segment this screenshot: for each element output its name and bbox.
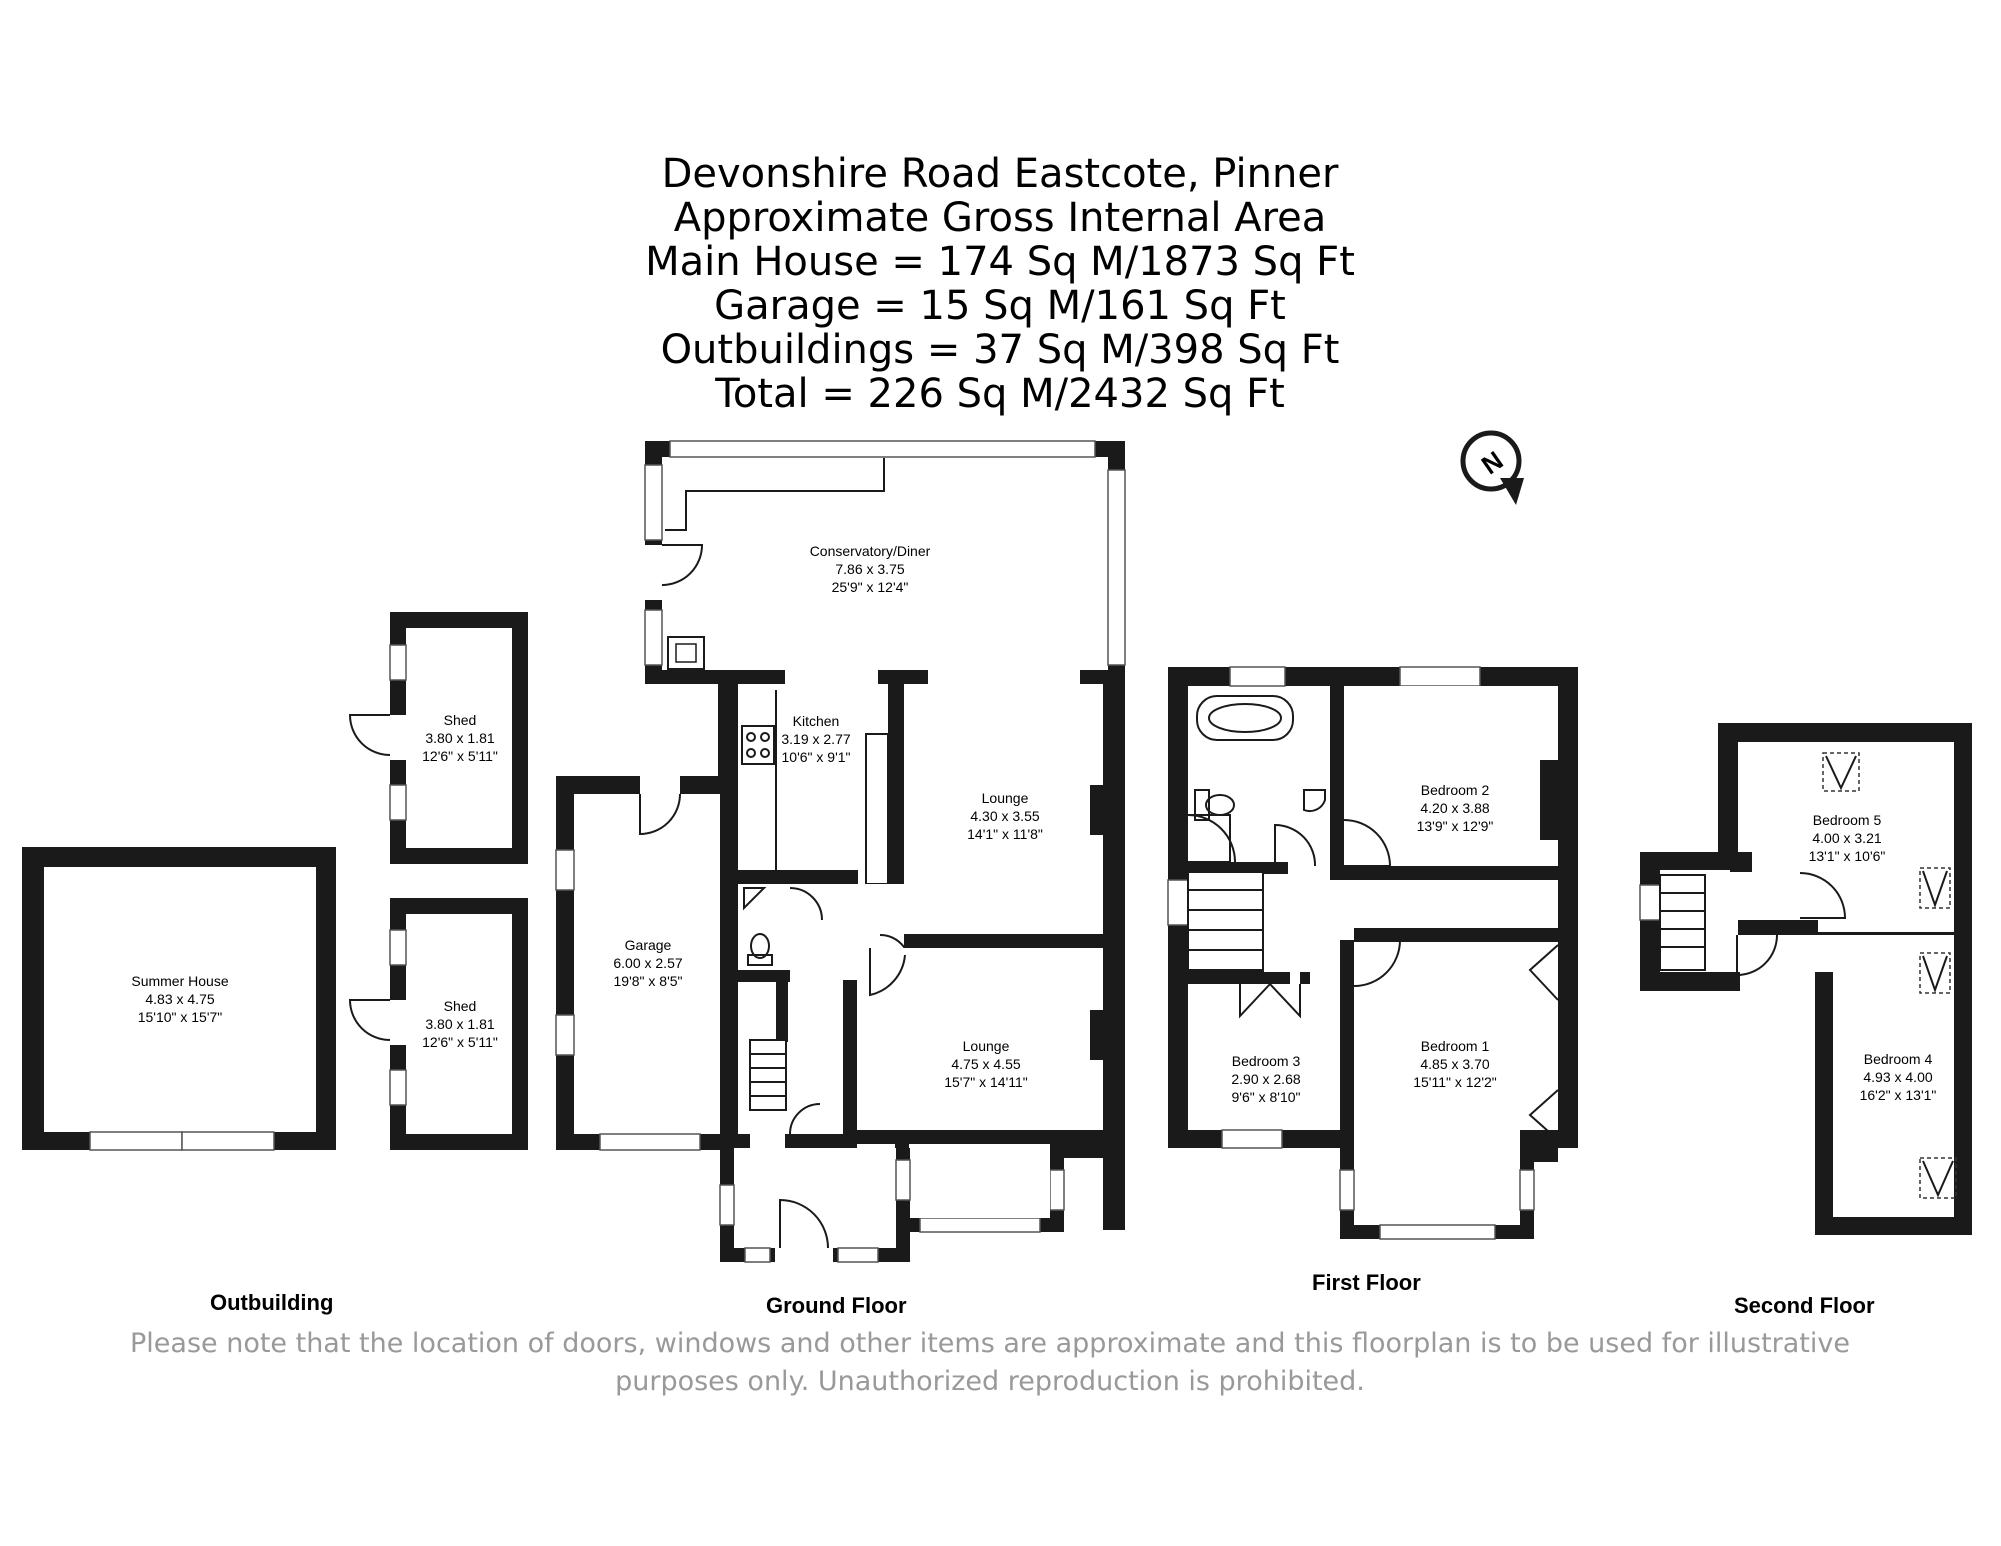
property-address: Devonshire Road Eastcote, Pinner [661,151,1339,197]
summer-house-metric: 4.83 x 4.75 [145,991,214,1007]
garage-area: Garage = 15 Sq M/161 Sq Ft [714,283,1286,329]
shed-bottom-imperial: 12'6" x 5'11" [422,1034,498,1050]
bedroom4-metric: 4.93 x 4.00 [1863,1069,1932,1085]
disclaimer-line2: purposes only. Unauthorized reproduction… [615,1366,1365,1397]
shed-bottom-metric: 3.80 x 1.81 [425,1016,494,1032]
outbuildings-area: Outbuildings = 37 Sq M/398 Sq Ft [660,327,1340,373]
garage-imperial: 19'8" x 8'5" [614,973,683,989]
bedroom4-name: Bedroom 4 [1864,1051,1933,1067]
lounge-rear-metric: 4.30 x 3.55 [970,808,1039,824]
conservatory-imperial: 25'9" x 12'4" [832,579,909,595]
shed-top-metric: 3.80 x 1.81 [425,730,494,746]
bedroom3-imperial: 9'6" x 8'10" [1232,1089,1301,1105]
bedroom4-imperial: 16'2" x 13'1" [1860,1087,1937,1103]
title-block: Devonshire Road Eastcote, Pinner Approxi… [600,152,1400,416]
shed-top-imperial: 12'6" x 5'11" [422,748,498,764]
bedroom2-name: Bedroom 2 [1421,782,1490,798]
second-floor: Bedroom 5 4.00 x 3.21 13'1" x 10'6" Bedr… [1639,723,1972,1235]
main-house-area: Main House = 174 Sq M/1873 Sq Ft [645,239,1355,285]
area-heading: Approximate Gross Internal Area [673,195,1327,241]
disclaimer-line1: Please note that the location of doors, … [130,1328,1850,1359]
conservatory-metric: 7.86 x 3.75 [835,561,904,577]
bedroom2-metric: 4.20 x 3.88 [1420,800,1489,816]
first-floor: Bedroom 2 4.20 x 3.88 13'9" x 12'9" Bedr… [1167,666,1578,1240]
kitchen-metric: 3.19 x 2.77 [781,731,850,747]
bedroom2-imperial: 13'9" x 12'9" [1417,818,1494,834]
kitchen-imperial: 10'6" x 9'1" [782,749,851,765]
lounge-front-name: Lounge [963,1038,1010,1054]
disclaimer: Please note that the location of doors, … [100,1325,1880,1401]
summer-house-imperial: 15'10" x 15'7" [138,1009,223,1025]
ground-floor-label: Ground Floor [766,1293,907,1318]
lounge-rear-name: Lounge [982,790,1029,806]
bedroom5-name: Bedroom 5 [1813,812,1882,828]
lounge-front-metric: 4.75 x 4.55 [951,1056,1020,1072]
bedroom5-imperial: 13'1" x 10'6" [1809,848,1886,864]
shed-bottom: Shed 3.80 x 1.81 12'6" x 5'11" [348,898,528,1150]
lounge-front-imperial: 15'7" x 14'11" [944,1074,1028,1090]
summer-house-name: Summer House [131,973,228,989]
garage-name: Garage [625,937,672,953]
shed-top-name: Shed [444,712,477,728]
first-floor-label: First Floor [1312,1270,1421,1295]
summer-house: Summer House 4.83 x 4.75 15'10" x 15'7" [22,847,336,1151]
shed-bottom-name: Shed [444,998,477,1014]
bedroom1-name: Bedroom 1 [1421,1038,1490,1054]
total-area: Total = 226 Sq M/2432 Sq Ft [715,371,1285,417]
bedroom3-name: Bedroom 3 [1232,1053,1301,1069]
bedroom1-metric: 4.85 x 3.70 [1420,1056,1489,1072]
bedroom5-metric: 4.00 x 3.21 [1812,830,1881,846]
second-floor-label: Second Floor [1734,1293,1875,1318]
shed-top: Shed 3.80 x 1.81 12'6" x 5'11" [348,612,528,864]
ground-floor: Garage 6.00 x 2.57 19'8" x 8'5" Kitchen … [555,440,1126,1263]
bedroom1-imperial: 15'11" x 12'2" [1413,1074,1497,1090]
bedroom3-metric: 2.90 x 2.68 [1231,1071,1300,1087]
north-compass-icon: N [1460,430,1524,505]
lounge-rear-imperial: 14'1" x 11'8" [967,826,1043,842]
conservatory-name: Conservatory/Diner [810,543,931,559]
kitchen-name: Kitchen [793,713,840,729]
garage-metric: 6.00 x 2.57 [613,955,682,971]
outbuilding-label: Outbuilding [210,1290,334,1315]
